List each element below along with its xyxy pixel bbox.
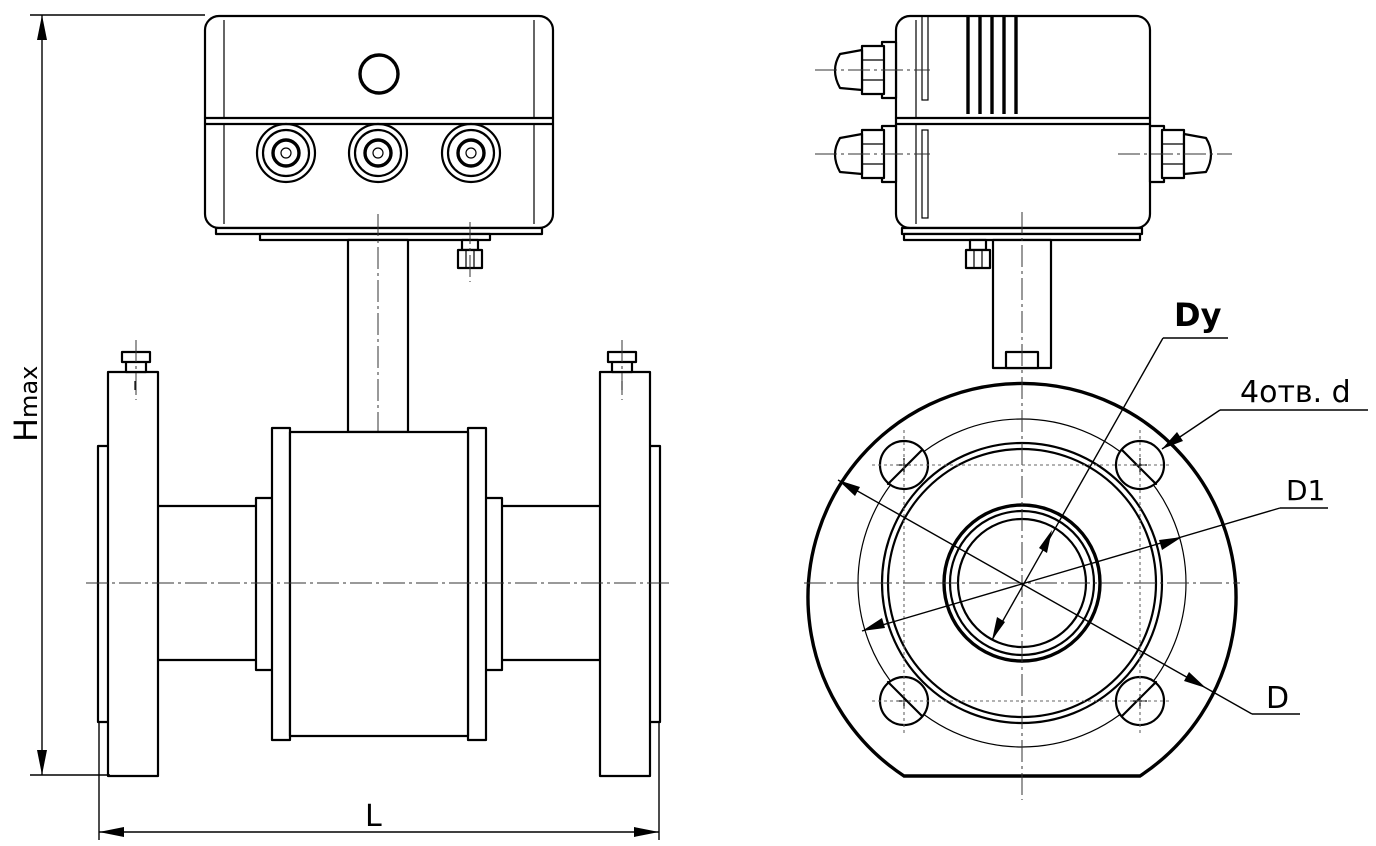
ground-bolt-side	[456, 222, 484, 282]
bolt-holes-label: 4отв. d	[1240, 375, 1351, 410]
dy-dimension: Dy	[991, 296, 1228, 641]
svg-text:Hmax: Hmax	[7, 366, 45, 442]
dy-label: Dy	[1174, 296, 1222, 334]
vent-fins	[966, 16, 1018, 114]
d1-dimension: D1	[861, 474, 1328, 632]
length-label: L	[365, 799, 382, 834]
cable-gland-end-bottom-left	[815, 124, 930, 184]
cable-gland-2	[347, 122, 409, 184]
end-view: Dy 4отв. d D1 D	[804, 14, 1368, 800]
left-flange-side	[96, 340, 160, 778]
converter-housing-end	[894, 14, 1152, 242]
hmax-label-main: H	[7, 418, 45, 442]
cable-gland-1	[255, 122, 317, 184]
hmax-dimension: Hmax	[7, 14, 205, 776]
ground-bolt-end	[964, 238, 992, 270]
right-flange-side	[598, 340, 662, 778]
d-label: D	[1266, 681, 1289, 716]
length-dimension: L	[98, 722, 660, 840]
bolt-holes-leader: 4отв. d	[1161, 375, 1368, 450]
measuring-tube-side	[254, 426, 504, 742]
d-dimension: D	[837, 479, 1300, 716]
stem-side	[346, 214, 410, 455]
side-view: Hmax L	[7, 14, 672, 840]
cable-gland-3	[440, 122, 502, 184]
cable-gland-end-right	[1118, 124, 1232, 184]
indicator-lens	[358, 53, 400, 95]
d1-label: D1	[1286, 474, 1325, 507]
bolt-hole-top-right	[1114, 439, 1166, 491]
cable-gland-end-top	[815, 40, 930, 100]
converter-housing-side	[203, 14, 555, 242]
hmax-label-sub: max	[15, 366, 43, 418]
